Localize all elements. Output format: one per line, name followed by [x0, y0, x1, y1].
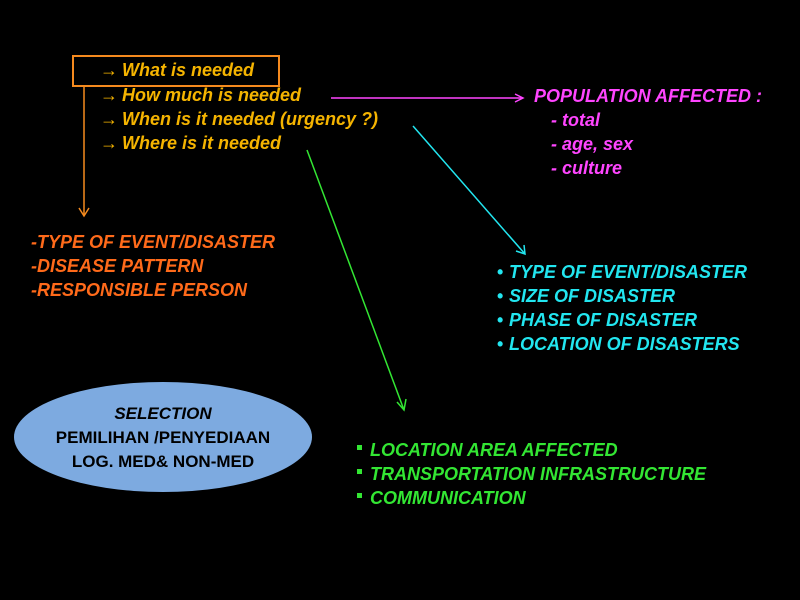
when-list-item: •PHASE OF DISASTER — [497, 310, 698, 330]
where-list-item: COMMUNICATION — [357, 488, 526, 509]
arrow-icon: → — [100, 85, 118, 105]
question-when: →When is it needed (urgency ?) — [100, 109, 379, 129]
question-where: →Where is it needed — [100, 133, 282, 153]
population-item: - culture — [551, 158, 623, 178]
square-bullet-icon — [357, 468, 362, 474]
arrow-icon: → — [100, 133, 118, 153]
when-list-item: •TYPE OF EVENT/DISASTER — [497, 262, 748, 282]
selection-title: SELECTION — [114, 404, 212, 423]
arrow-icon: → — [100, 60, 118, 80]
bullet-icon: • — [497, 334, 504, 354]
question-how-much: →How much is needed — [100, 85, 302, 105]
population-item: - total — [551, 110, 600, 130]
what-arrow — [78, 87, 90, 218]
when-list-item: •LOCATION OF DISASTERS — [497, 334, 740, 354]
when-list-item: •SIZE OF DISASTER — [497, 286, 676, 306]
question-what: →What is needed — [100, 60, 255, 80]
where-list-item: LOCATION AREA AFFECTED — [357, 440, 618, 461]
what-list-item: -RESPONSIBLE PERSON — [31, 280, 248, 300]
arrow-icon: → — [100, 109, 118, 129]
what-is-needed-box — [72, 55, 280, 87]
bullet-icon: • — [497, 286, 504, 306]
how-much-arrow — [331, 93, 525, 103]
where-list-item: TRANSPORTATION INFRASTRUCTURE — [357, 464, 706, 485]
population-item: - age, sex — [551, 134, 634, 154]
population-title: POPULATION AFFECTED : — [534, 86, 762, 106]
selection-line: LOG. MED& NON-MED — [71, 452, 255, 471]
square-bullet-icon — [357, 444, 362, 450]
where-arrow — [306, 149, 407, 412]
selection-ellipse: SELECTION PEMILIHAN /PENYEDIAAN LOG. MED… — [14, 382, 312, 492]
selection-line: PEMILIHAN /PENYEDIAAN — [55, 428, 271, 447]
square-bullet-icon — [357, 492, 362, 498]
what-list-item: -DISEASE PATTERN — [31, 256, 204, 276]
what-list-item: -TYPE OF EVENT/DISASTER — [31, 232, 276, 252]
bullet-icon: • — [497, 310, 504, 330]
when-arrow — [412, 125, 526, 256]
bullet-icon: • — [497, 262, 504, 282]
